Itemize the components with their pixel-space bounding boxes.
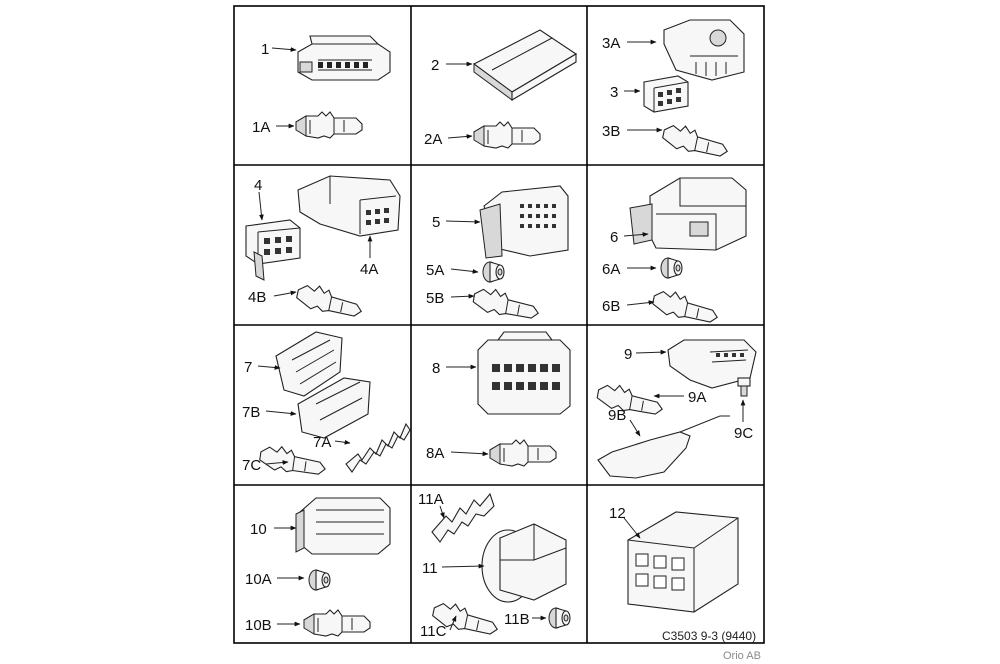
label-3a: 3A <box>602 35 620 52</box>
label-7b: 7B <box>242 404 260 421</box>
terminal-2a-drawing <box>473 121 541 149</box>
insert-4-drawing <box>245 219 301 281</box>
terminal-9a-drawing <box>595 381 666 418</box>
label-7c: 7C <box>242 457 261 474</box>
label-5b: 5B <box>426 290 444 307</box>
seal-11b-drawing <box>548 607 571 629</box>
connector-11-drawing <box>481 523 567 603</box>
label-2a: 2A <box>424 131 442 148</box>
label-5: 5 <box>432 214 440 231</box>
label-3: 3 <box>610 84 618 101</box>
grid-frame <box>233 5 765 644</box>
label-1: 1 <box>261 41 269 58</box>
connector-1-drawing <box>297 35 391 81</box>
label-11b: 11B <box>504 611 530 628</box>
comb-11a-drawing <box>431 492 495 543</box>
label-1a: 1A <box>252 119 270 136</box>
leader-lines <box>257 39 746 631</box>
label-6b: 6B <box>602 298 620 315</box>
label-10: 10 <box>250 521 267 538</box>
label-3b: 3B <box>602 123 620 140</box>
terminal-5b-drawing <box>471 285 542 322</box>
label-2: 2 <box>431 57 439 74</box>
seal-5a-drawing <box>482 261 505 283</box>
connector-3a-drawing <box>663 19 745 81</box>
label-4: 4 <box>254 177 262 194</box>
connector-7b-drawing <box>297 377 371 439</box>
label-9: 9 <box>624 346 632 363</box>
terminal-10b-drawing <box>303 609 371 637</box>
credit: Orio AB <box>723 650 761 662</box>
label-7a: 7A <box>313 434 331 451</box>
cover-2-drawing <box>472 29 578 101</box>
label-12: 12 <box>609 505 626 522</box>
label-4a: 4A <box>360 261 378 278</box>
label-6a: 6A <box>602 261 620 278</box>
label-9c: 9C <box>734 425 753 442</box>
screw-9c-drawing <box>737 377 751 397</box>
seal-10a-drawing <box>308 569 331 591</box>
connector-10-drawing <box>295 497 391 555</box>
seal-6a-drawing <box>660 257 683 279</box>
comb-7a-drawing <box>345 422 411 473</box>
diagram-code: C3503 9-3 (9440) <box>662 629 756 643</box>
label-5a: 5A <box>426 262 444 279</box>
label-11a: 11A <box>418 491 444 508</box>
label-6: 6 <box>610 229 618 246</box>
connector-12-drawing <box>627 511 739 613</box>
label-11c: 11C <box>420 623 447 640</box>
part-labels: 1 1A 2 2A 3A 3 3B 4 4A 4B 5 5A 5B 6 6A 6… <box>242 35 753 640</box>
label-8: 8 <box>432 360 440 377</box>
connector-4a-drawing <box>297 175 401 237</box>
label-8a: 8A <box>426 445 444 462</box>
label-9a: 9A <box>688 389 706 406</box>
terminal-3b-drawing <box>660 121 732 160</box>
terminal-8a-drawing <box>489 439 557 467</box>
terminal-1a-drawing <box>295 111 363 139</box>
label-9b: 9B <box>608 407 626 424</box>
insert-3-drawing <box>643 75 689 113</box>
label-10b: 10B <box>245 617 272 634</box>
connector-6-drawing <box>629 177 747 251</box>
label-10a: 10A <box>245 571 272 588</box>
label-4b: 4B <box>248 289 266 306</box>
connector-7-drawing <box>275 331 343 397</box>
label-7: 7 <box>244 359 252 376</box>
connector-5-drawing <box>479 185 569 259</box>
label-11: 11 <box>422 560 438 577</box>
terminal-6b-drawing <box>650 287 722 326</box>
connector-8-drawing <box>477 331 571 415</box>
terminal-4b-drawing <box>294 281 366 320</box>
cover-9b-drawing <box>597 415 730 479</box>
